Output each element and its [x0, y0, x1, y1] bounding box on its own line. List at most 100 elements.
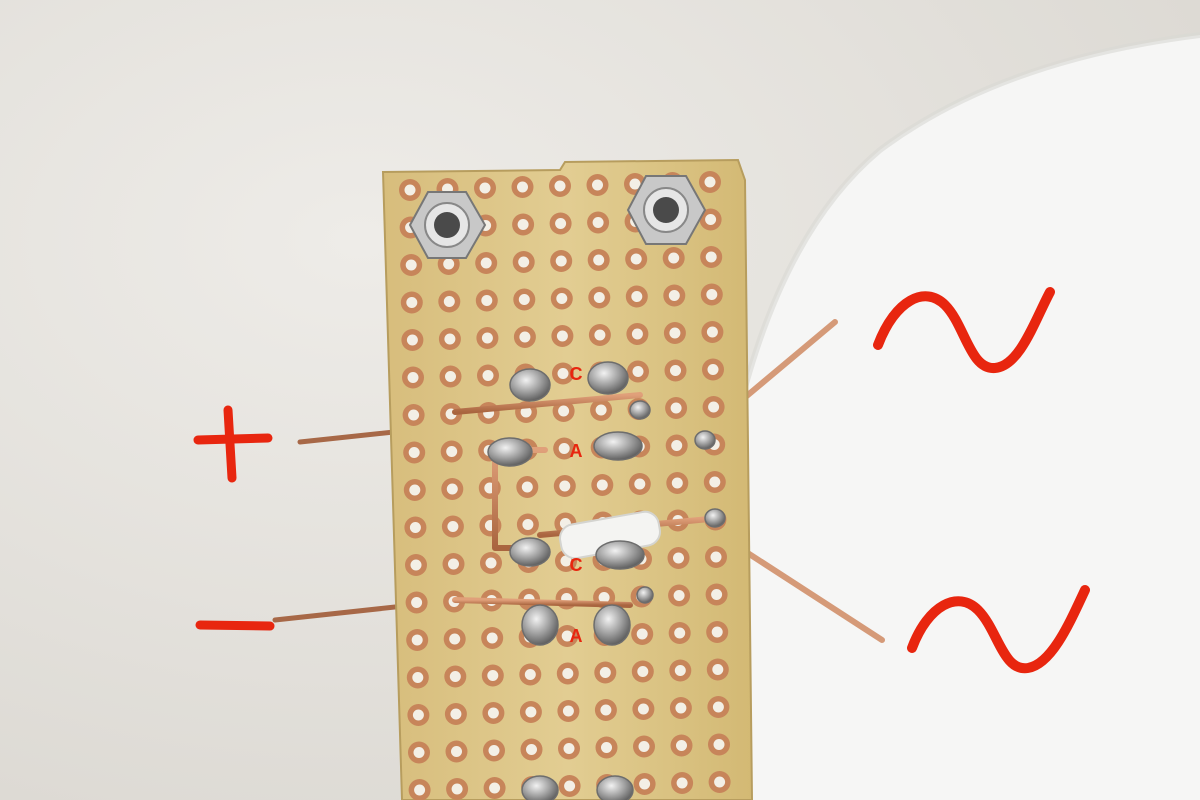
- pad-hole: [406, 334, 418, 346]
- diode-label-4: A: [570, 626, 583, 646]
- pad-hole: [639, 778, 651, 790]
- pad-hole: [450, 708, 462, 720]
- pad-hole: [594, 329, 606, 341]
- pad-hole: [706, 289, 718, 300]
- pad-hole: [676, 777, 688, 789]
- pad-hole: [668, 290, 680, 301]
- pad-hole: [668, 252, 680, 264]
- pad-hole: [488, 745, 500, 756]
- solder-joint: [521, 775, 559, 800]
- pad-hole: [409, 522, 421, 533]
- pad-hole: [447, 521, 459, 532]
- solder-joint: [704, 508, 726, 528]
- pad-hole: [670, 402, 682, 414]
- pad-hole: [560, 555, 572, 567]
- pad-hole: [636, 628, 648, 640]
- pad-hole: [712, 701, 724, 713]
- pad-hole: [711, 589, 723, 600]
- solder-joint: [595, 540, 645, 570]
- diode-labels: C A C A: [570, 364, 583, 646]
- ac-tilde-top-annotation: [873, 287, 1055, 373]
- pad-hole: [517, 219, 529, 230]
- pad-hole: [704, 176, 716, 188]
- pad-hole: [412, 672, 424, 683]
- pad-hole: [555, 218, 567, 229]
- solder-joint: [593, 604, 631, 646]
- pad-hole: [410, 559, 422, 571]
- ac-tilde-bottom-annotation: [907, 585, 1090, 674]
- pad-hole: [674, 665, 686, 676]
- pad-hole: [712, 664, 724, 675]
- pad-hole: [411, 634, 423, 646]
- pad-hole: [482, 370, 494, 381]
- pad-hole: [558, 443, 570, 454]
- standoff-nut-left: [408, 191, 487, 259]
- pad-hole: [671, 477, 683, 489]
- solder-joint: [521, 604, 559, 646]
- pad-hole: [525, 706, 537, 718]
- pad-hole: [489, 782, 501, 794]
- plus-annotation: [193, 405, 273, 483]
- standoff-nut-right: [626, 175, 707, 245]
- pad-hole: [517, 181, 528, 193]
- pad-hole: [443, 258, 455, 270]
- pad-hole: [709, 476, 721, 488]
- pad-hole: [449, 671, 461, 682]
- pad-hole: [520, 406, 532, 418]
- pad-hole: [559, 480, 571, 492]
- pad-hole: [598, 592, 610, 603]
- pad-hole: [638, 741, 650, 752]
- pad-hole: [487, 670, 499, 681]
- pad-hole: [714, 776, 726, 788]
- pad-hole: [524, 669, 536, 680]
- pad-hole: [676, 740, 687, 751]
- pad-hole: [446, 483, 458, 495]
- pad-hole: [487, 707, 499, 719]
- pad-hole: [556, 293, 568, 304]
- pad-hole: [408, 447, 420, 458]
- perfboard: [381, 158, 754, 800]
- minus-annotation: [195, 620, 275, 631]
- pad-hole: [592, 179, 603, 191]
- pad-hole: [448, 558, 459, 570]
- solder-joint: [636, 586, 654, 604]
- pad-hole: [413, 747, 425, 758]
- pad-hole: [631, 291, 643, 302]
- solder-joint: [593, 431, 643, 461]
- pad-hole: [481, 332, 493, 344]
- pad-hole: [556, 330, 568, 342]
- diode-label-2: A: [570, 441, 583, 461]
- pad-hole: [555, 255, 567, 267]
- pad-hole: [558, 405, 570, 417]
- pad-hole: [485, 557, 497, 569]
- pad-hole: [561, 630, 573, 642]
- pad-hole: [521, 481, 533, 493]
- pad-hole: [601, 742, 612, 753]
- copper-pads: [399, 171, 731, 800]
- pad-hole: [629, 178, 641, 190]
- pad-hole: [711, 626, 723, 638]
- pad-hole: [669, 327, 681, 339]
- pad-hole: [446, 446, 458, 457]
- pad-hole: [406, 297, 418, 308]
- pad-hole: [445, 371, 456, 382]
- pad-hole: [404, 184, 416, 196]
- pad-hole: [414, 784, 426, 796]
- pad-hole: [443, 296, 455, 307]
- pad-hole: [713, 739, 725, 750]
- pad-hole: [412, 709, 424, 721]
- pad-hole: [705, 214, 717, 225]
- pad-hole: [630, 253, 642, 265]
- pad-hole: [673, 552, 684, 564]
- pad-hole: [444, 333, 456, 345]
- pad-hole: [599, 667, 611, 678]
- pad-hole: [637, 666, 649, 677]
- pad-hole: [480, 257, 492, 269]
- pad-hole: [479, 182, 491, 194]
- pad-hole: [592, 217, 604, 228]
- pad-hole: [409, 484, 421, 496]
- pad-hole: [522, 519, 534, 530]
- pad-hole: [486, 632, 498, 644]
- pad-hole: [449, 633, 461, 645]
- pad-hole: [705, 251, 717, 263]
